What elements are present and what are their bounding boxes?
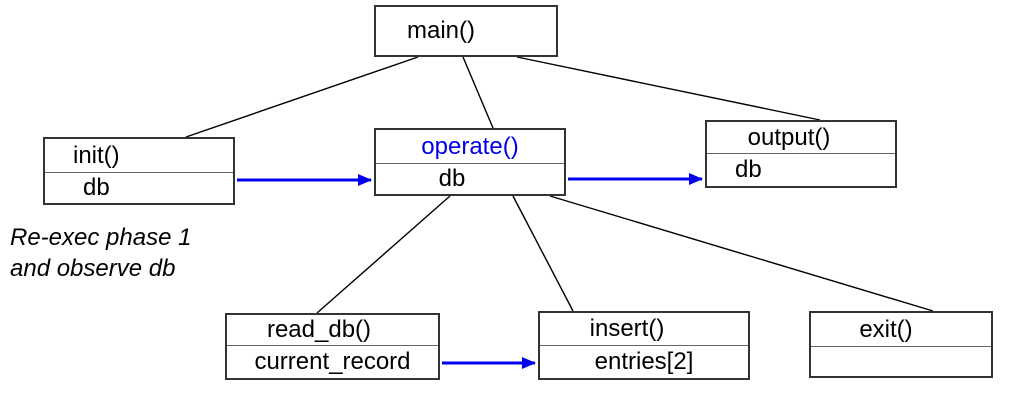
node-read-db-title: read_db() [266, 316, 372, 343]
node-insert: insert() entries[2] [538, 311, 750, 380]
annotation-text: Re-exec phase 1 and observe db [10, 222, 191, 284]
node-exit-title: exit() [859, 315, 913, 343]
node-read-db-data: current_record [227, 345, 438, 378]
node-operate-title: operate() [421, 132, 519, 160]
node-exit-data [811, 346, 991, 376]
edge-operate-insert [512, 195, 574, 312]
node-operate: operate() db [374, 128, 566, 196]
node-main-title: main() [406, 17, 475, 44]
edge-operate-exit [549, 195, 934, 312]
annotation-line-2: and observe db [10, 255, 176, 282]
node-main: main() [374, 5, 558, 57]
edge-main-output [516, 56, 821, 121]
node-read-db: read_db() current_record [225, 313, 440, 380]
annotation-line-1: Re-exec phase 1 [10, 224, 192, 251]
node-output: output() db [705, 120, 897, 188]
node-output-data: db [707, 153, 895, 186]
node-operate-data: db [376, 163, 564, 194]
edge-main-init [185, 56, 419, 138]
node-init-data: db [45, 172, 233, 203]
edge-operate-read-db [316, 195, 451, 314]
node-output-title: output() [747, 123, 831, 151]
edge-main-operate [462, 56, 494, 129]
node-insert-data: entries[2] [540, 345, 748, 378]
node-exit: exit() [809, 311, 993, 378]
node-init: init() db [43, 137, 235, 205]
node-insert-title: insert() [589, 315, 665, 342]
node-init-title: init() [73, 141, 120, 169]
